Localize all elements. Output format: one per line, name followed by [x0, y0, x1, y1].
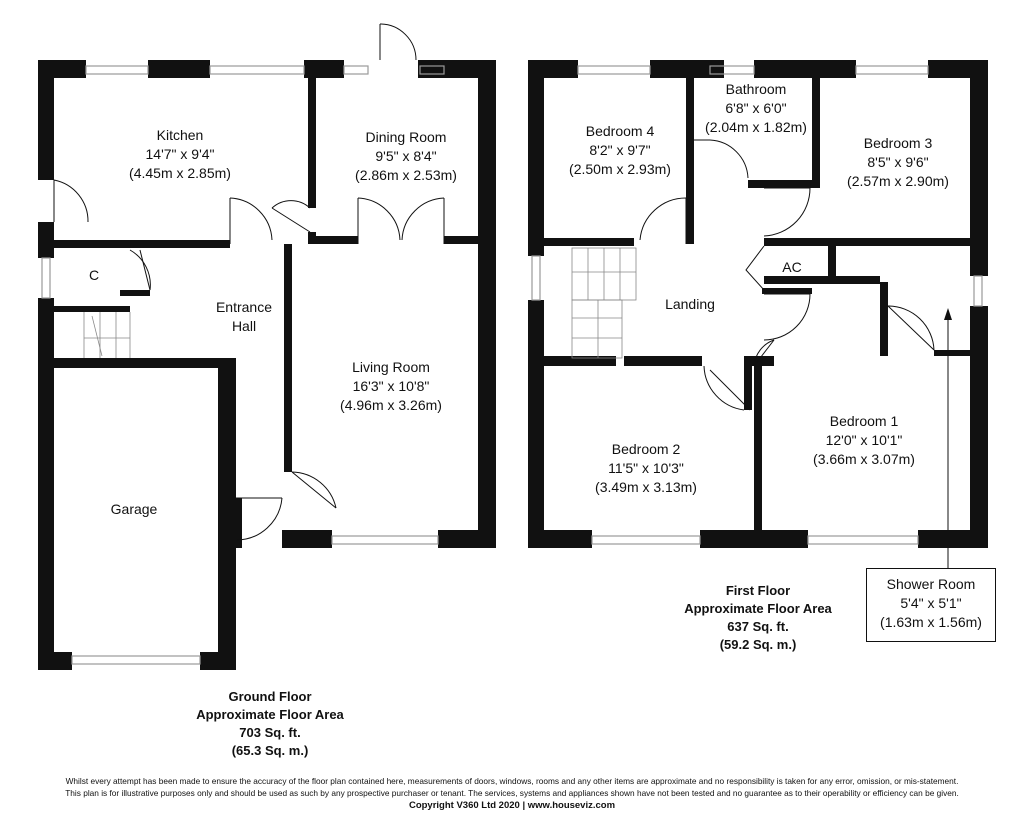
room-dimensions-imperial: 12'0" x 10'1": [825, 432, 903, 448]
room-dimensions-imperial: 8'2" x 9'7": [589, 142, 651, 158]
room-bathroom-label: Bathroom 6'8" x 6'0" (2.04m x 1.82m): [690, 80, 822, 137]
room-name: Dining Room: [365, 129, 447, 145]
room-name-line1: Entrance: [215, 299, 273, 315]
room-name: Bedroom 2: [611, 441, 681, 457]
area-caption: Approximate Floor Area: [684, 601, 832, 616]
room-name: Living Room: [352, 359, 430, 375]
room-dining-label: Dining Room 9'5" x 8'4" (2.86m x 2.53m): [336, 128, 476, 185]
first-floor-walls: [528, 60, 988, 548]
room-dimensions-imperial: 11'5" x 10'3": [608, 460, 684, 476]
first-floor-area-summary: First Floor Approximate Floor Area 637 S…: [658, 582, 858, 654]
room-bedroom2-label: Bedroom 2 11'5" x 10'3" (3.49m x 3.13m): [576, 440, 716, 497]
room-name-line2: Hall: [231, 318, 257, 334]
shower-room-pointer: [944, 308, 952, 568]
room-name: AC: [782, 259, 802, 275]
disclaimer-line-1: Whilst every attempt has been made to en…: [65, 776, 959, 786]
room-name: C: [88, 267, 100, 283]
area-caption: Approximate Floor Area: [196, 707, 344, 722]
ground-floor-doors: [53, 23, 445, 541]
first-floor-plan: [528, 60, 988, 568]
shower-room-callout: Shower Room 5'4" x 5'1" (1.63m x 1.56m): [866, 568, 996, 642]
area-sqft: 637 Sq. ft.: [727, 619, 789, 634]
ground-floor-partitions: [54, 78, 496, 472]
room-cupboard-label: C: [84, 266, 104, 285]
room-name: Bathroom: [725, 81, 787, 97]
first-floor-partitions: [544, 78, 970, 548]
room-dimensions-metric: (3.49m x 3.13m): [595, 479, 697, 495]
room-dimensions-metric: (2.86m x 2.53m): [355, 167, 457, 183]
room-kitchen-label: Kitchen 14'7" x 9'4" (4.45m x 2.85m): [110, 126, 250, 183]
room-dimensions-metric: (2.50m x 2.93m): [569, 161, 671, 177]
room-bedroom3-label: Bedroom 3 8'5" x 9'6" (2.57m x 2.90m): [828, 134, 968, 191]
room-dimensions-imperial: 9'5" x 8'4": [375, 148, 437, 164]
room-dimensions-imperial: 5'4" x 5'1": [900, 595, 962, 611]
ground-floor-stairs: [83, 312, 131, 358]
room-hall-label: Entrance Hall: [196, 298, 292, 336]
room-dimensions-imperial: 8'5" x 9'6": [867, 154, 929, 170]
ground-floor-walls: [38, 60, 496, 670]
room-name: Shower Room: [886, 576, 976, 592]
room-dimensions-imperial: 6'8" x 6'0": [725, 100, 787, 116]
room-dimensions-metric: (4.45m x 2.85m): [129, 165, 231, 181]
room-name: Bedroom 1: [829, 413, 899, 429]
room-dimensions-imperial: 14'7" x 9'4": [145, 146, 215, 162]
room-landing-label: Landing: [650, 295, 730, 314]
first-floor-windows: [531, 65, 983, 545]
room-ac-label: AC: [772, 258, 812, 277]
area-sqft: 703 Sq. ft.: [239, 725, 301, 740]
room-name: Bedroom 3: [863, 135, 933, 151]
room-garage-label: Garage: [94, 500, 174, 519]
room-dimensions-metric: (3.66m x 3.07m): [813, 451, 915, 467]
room-dimensions-metric: (2.04m x 1.82m): [705, 119, 807, 135]
ground-floor-windows: [41, 65, 445, 665]
first-floor-stairs: [571, 247, 637, 359]
room-bedroom4-label: Bedroom 4 8'2" x 9'7" (2.50m x 2.93m): [550, 122, 690, 179]
room-bedroom1-label: Bedroom 1 12'0" x 10'1" (3.66m x 3.07m): [794, 412, 934, 469]
area-sqm: (59.2 Sq. m.): [719, 637, 797, 652]
room-name: Garage: [110, 501, 158, 517]
area-sqm: (65.3 Sq. m.): [231, 743, 309, 758]
room-name: Landing: [665, 296, 715, 312]
room-dimensions-metric: (2.57m x 2.90m): [847, 173, 949, 189]
room-dimensions-metric: (1.63m x 1.56m): [880, 614, 982, 630]
room-living-label: Living Room 16'3" x 10'8" (4.96m x 3.26m…: [316, 358, 466, 415]
ground-floor-plan: [38, 23, 496, 670]
ground-floor-area-summary: Ground Floor Approximate Floor Area 703 …: [170, 688, 370, 760]
copyright-notice: Copyright V360 Ltd 2020 | www.houseviz.c…: [408, 800, 616, 811]
room-name: Kitchen: [156, 127, 204, 143]
disclaimer-line-2: This plan is for illustrative purposes o…: [65, 788, 959, 798]
room-dimensions-imperial: 16'3" x 10'8": [352, 378, 430, 394]
room-dimensions-metric: (4.96m x 3.26m): [340, 397, 442, 413]
floor-name: First Floor: [725, 583, 791, 598]
room-name: Bedroom 4: [585, 123, 655, 139]
first-floor-doors: [639, 139, 935, 411]
floor-name: Ground Floor: [228, 689, 312, 704]
